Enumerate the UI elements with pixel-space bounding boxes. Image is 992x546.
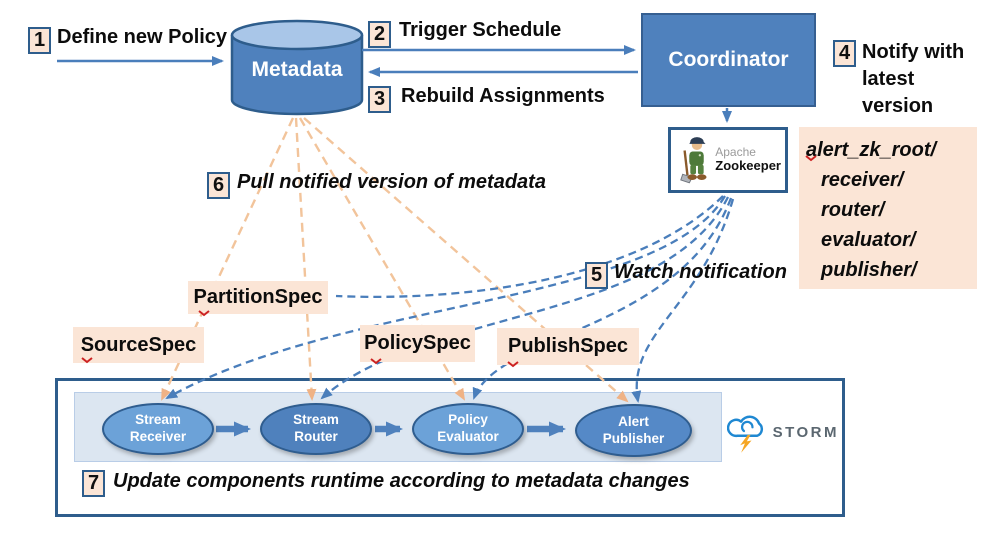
zookeeper-brand: Apache xyxy=(715,144,756,159)
coordinator-label: Coordinator xyxy=(668,48,789,71)
component-alert-publisher: Alert Publisher xyxy=(575,404,692,457)
zookeeper-text: Apache Zookeeper xyxy=(715,144,781,175)
step-7-label: Update components runtime according to m… xyxy=(113,470,690,492)
step-5-label: Watch notification xyxy=(614,261,787,283)
watch-policy-evaluator xyxy=(472,197,733,400)
watch-stream-router xyxy=(320,196,730,400)
component-label-line1: Stream xyxy=(135,412,181,428)
metadata-node-label: Metadata xyxy=(251,58,343,81)
step-7-badge: 7 xyxy=(82,470,105,497)
step-6-label: Pull notified version of metadata xyxy=(237,171,546,193)
spec-policyspec: PolicySpec xyxy=(360,325,475,362)
component-label-line2: Evaluator xyxy=(437,429,499,444)
zookeeper-name: Zookeeper xyxy=(715,158,781,174)
solid-arrows xyxy=(57,45,732,123)
step-6-badge: 6 xyxy=(207,172,230,199)
zk-path-publisher: publisher/ xyxy=(821,259,917,281)
zk-root-path: alert_zk_root/ xyxy=(806,139,937,161)
step-4-label: Notify with latest version xyxy=(862,41,965,117)
spec-partitionspec: PartitionSpec xyxy=(188,281,328,314)
step-1-label: Define new Policy xyxy=(57,26,228,48)
component-label-line2: Receiver xyxy=(129,429,187,444)
step-3-label: Rebuild Assignments xyxy=(401,85,605,107)
zookeeper-icon xyxy=(680,137,707,184)
zk-path-router: router/ xyxy=(821,199,885,221)
component-label-line2: Publisher xyxy=(602,430,665,446)
zk-paths-panel: alert_zk_root/ receiver/ router/ evaluat… xyxy=(799,127,977,289)
component-policy-evaluator: Policy Evaluator xyxy=(412,403,524,455)
storm-wordmark: STORM xyxy=(772,423,839,441)
zookeeper-node: Apache Zookeeper xyxy=(668,127,788,193)
zk-path-evaluator: evaluator/ xyxy=(821,229,916,251)
step-1-badge: 1 xyxy=(28,27,51,54)
spec-publishspec: PublishSpec xyxy=(497,328,639,365)
coordinator-node: Coordinator xyxy=(641,13,816,107)
step-2-badge: 2 xyxy=(368,21,391,48)
component-stream-receiver: Stream Receiver xyxy=(102,403,214,455)
component-stream-router: Stream Router xyxy=(260,403,372,455)
watch-alert-publisher xyxy=(631,198,735,403)
component-label-line1: Stream xyxy=(293,412,339,428)
step-2-label: Trigger Schedule xyxy=(399,19,562,41)
step-4-badge: 4 xyxy=(833,40,856,67)
step-3-badge: 3 xyxy=(368,86,391,113)
component-label-line1: Alert xyxy=(618,413,649,429)
storm-icon xyxy=(727,415,764,453)
component-label-line1: Policy xyxy=(448,412,488,428)
storm-logo: STORM xyxy=(727,407,839,457)
link-metadata-partitionspec xyxy=(294,117,317,401)
step-5-badge: 5 xyxy=(585,262,608,289)
spec-sourcespec: SourceSpec xyxy=(73,327,204,363)
component-label-line2: Router xyxy=(294,429,338,444)
zk-path-receiver: receiver/ xyxy=(821,169,904,191)
